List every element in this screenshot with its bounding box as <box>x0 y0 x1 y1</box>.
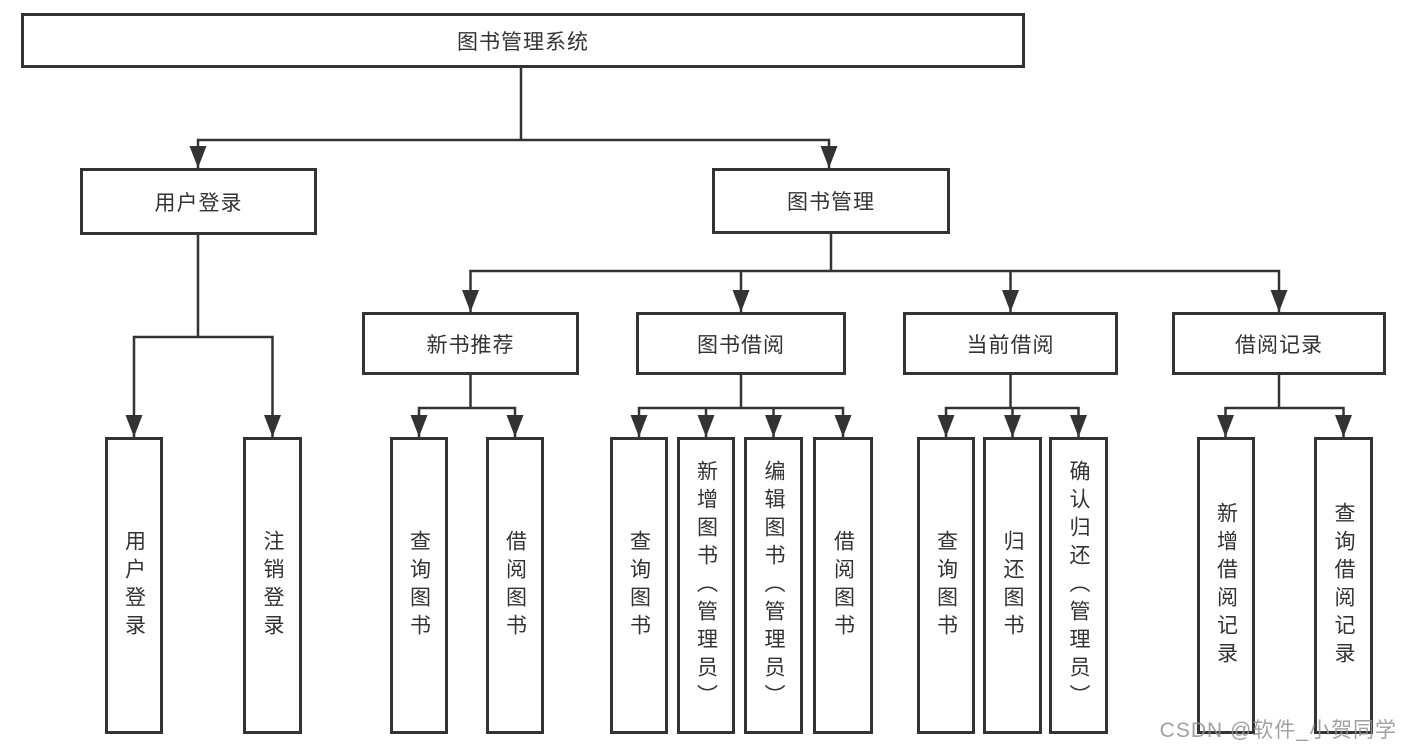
node-query-books-current: 查询图书 <box>917 437 975 734</box>
leaf-label: 查询图书 <box>407 529 431 642</box>
node-query-books-recommend: 查询图书 <box>390 437 448 734</box>
node-confirm-return-admin: 确认归还（管理员） <box>1049 437 1108 734</box>
leaf-label: 注销登录 <box>261 529 285 642</box>
leaf-label: 新增图书（管理员） <box>694 459 718 712</box>
leaf-label: 查询借阅记录 <box>1332 501 1356 670</box>
node-current-borrow: 当前借阅 <box>903 312 1118 375</box>
node-borrow-books-recommend: 借阅图书 <box>486 437 544 734</box>
leaf-label: 归还图书 <box>1001 529 1025 642</box>
leaf-label: 确认归还（管理员） <box>1067 459 1091 712</box>
node-logout-action: 注销登录 <box>243 437 302 734</box>
node-book-management: 图书管理 <box>712 168 950 234</box>
node-borrow-books-action: 借阅图书 <box>813 437 873 734</box>
node-query-borrow-record: 查询借阅记录 <box>1314 437 1373 734</box>
node-user-login: 用户登录 <box>80 168 317 235</box>
node-borrow-records: 借阅记录 <box>1172 312 1386 375</box>
node-new-book-recommend: 新书推荐 <box>362 312 579 375</box>
leaf-label: 编辑图书（管理员） <box>762 459 786 712</box>
leaf-label: 新增借阅记录 <box>1214 501 1238 670</box>
node-add-borrow-record: 新增借阅记录 <box>1197 437 1255 734</box>
leaf-label: 借阅图书 <box>831 529 855 642</box>
connector-paths <box>132 68 1345 437</box>
leaf-label: 借阅图书 <box>503 529 527 642</box>
leaf-label: 查询图书 <box>627 529 651 642</box>
csdn-watermark: CSDN @软件_小贺同学 <box>1159 719 1397 742</box>
node-library-system: 图书管理系统 <box>21 13 1025 68</box>
node-book-borrow: 图书借阅 <box>636 312 846 375</box>
leaf-label: 查询图书 <box>934 529 958 642</box>
node-return-book: 归还图书 <box>983 437 1042 734</box>
node-user-login-action: 用户登录 <box>105 437 163 734</box>
node-query-books-borrow: 查询图书 <box>610 437 668 734</box>
leaf-label: 用户登录 <box>122 529 146 642</box>
node-add-book-admin: 新增图书（管理员） <box>677 437 735 734</box>
node-edit-book-admin: 编辑图书（管理员） <box>744 437 803 734</box>
